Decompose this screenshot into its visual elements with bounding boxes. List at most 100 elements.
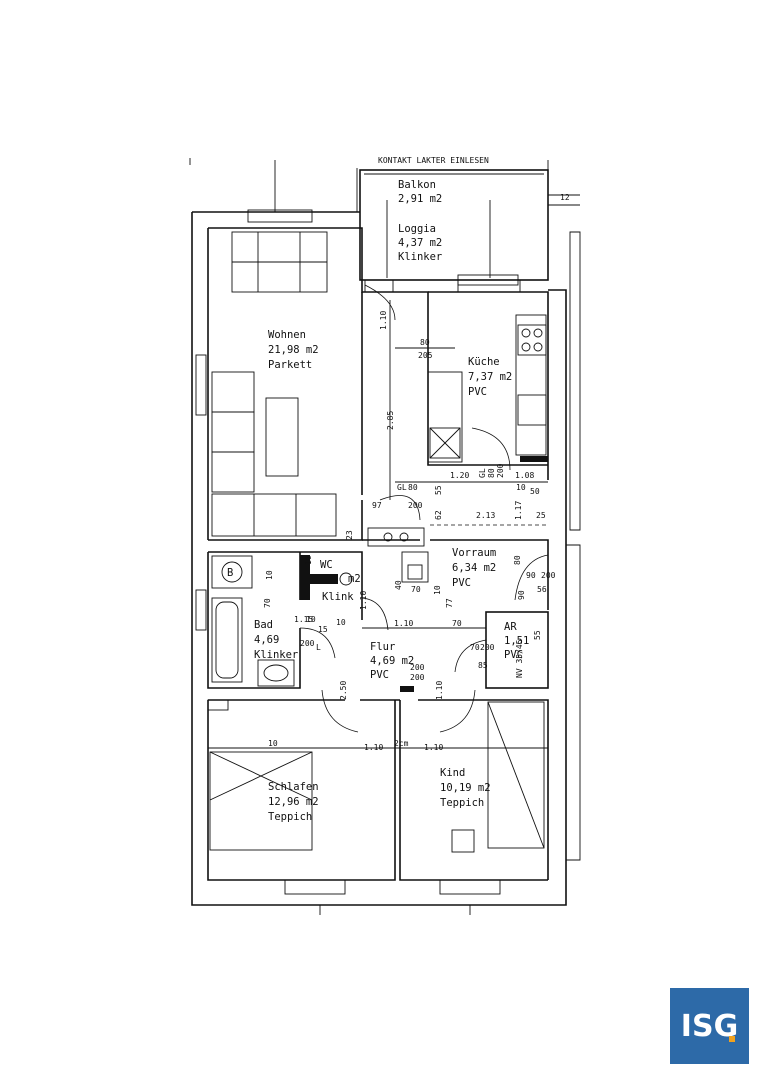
dim-1-10: 1.10 [379, 311, 388, 330]
svg-text:Kind: Kind [440, 767, 465, 779]
dim-70-ar: 200 [480, 643, 495, 652]
svg-text:Teppich: Teppich [268, 811, 312, 823]
label-bad: Bad 4,69 Klinker [254, 619, 298, 661]
dim-1-33: 10 [433, 585, 442, 595]
bathtub [211, 597, 243, 683]
dim-10-c: 40 [394, 580, 403, 590]
svg-text:Wohnen: Wohnen [268, 329, 306, 341]
svg-text:Balkon: Balkon [398, 179, 436, 191]
dim-1-08: 1.08 [515, 471, 534, 480]
dim-2-85: 2.85 [386, 411, 395, 430]
dim-56: 90 [517, 590, 526, 600]
wc-wall [300, 555, 310, 600]
svg-text:4,69: 4,69 [254, 634, 279, 646]
dim-80: 80 [420, 338, 430, 347]
dim-200-3: 56 [537, 585, 547, 594]
dim-23: 23 [345, 530, 354, 540]
svg-text:2,91 m2: 2,91 m2 [398, 193, 442, 205]
dim-2-13: 2.13 [476, 511, 495, 520]
label-kind: Kind 10,19 m2 Teppich [440, 767, 491, 809]
dim-gl: GL [478, 468, 487, 478]
dim-200-2: 200 [408, 501, 423, 510]
header-note: KONTAKT LAKTER EINLESEN [378, 156, 489, 165]
dim-55-ar: NV 35/45 [515, 639, 524, 678]
dim-90-bad: 10 [265, 570, 274, 580]
svg-text:Flur: Flur [370, 641, 395, 653]
kitchen-counter [427, 371, 463, 463]
svg-text:WC: WC [320, 559, 333, 571]
kitchen-sink [517, 394, 547, 426]
dim-10-d: 1.15 [294, 615, 313, 624]
svg-text:Vorraum: Vorraum [452, 547, 496, 559]
svg-text:PVC: PVC [468, 386, 487, 398]
dim-10: 10 [516, 483, 526, 492]
dim-85: 55 [533, 630, 542, 640]
svg-text:Schlafen: Schlafen [268, 781, 319, 793]
dim-55: 55 [434, 485, 443, 495]
wardrobe [367, 527, 425, 547]
label-schlafen: Schlafen 12,96 m2 Teppich [268, 781, 319, 823]
svg-text:Klinker: Klinker [398, 251, 442, 263]
svg-text:4,69 m2: 4,69 m2 [370, 655, 414, 667]
dim-80-3: 90 [526, 571, 536, 580]
dim-200-kind: 1.10 [435, 681, 444, 700]
label-vorraum: Vorraum 6,34 m2 PVC [452, 547, 496, 589]
svg-text:12,96 m2: 12,96 m2 [268, 796, 319, 808]
svg-text:Küche: Küche [468, 356, 500, 368]
single-bed [487, 701, 545, 849]
double-bed [209, 751, 313, 851]
svg-text:Klinker: Klinker [254, 649, 298, 661]
dim-10-bad: 70 [263, 598, 272, 608]
dim-10-mid: 2cm [394, 739, 409, 748]
svg-text:PVC: PVC [504, 649, 523, 661]
label-flur: Flur 4,69 m2 PVC [370, 641, 414, 681]
sofa [211, 493, 337, 537]
dim-200-k: 200 [496, 463, 505, 478]
dim-12: 12 [560, 193, 570, 202]
label-balkon: Balkon 2,91 m2 [398, 179, 442, 205]
svg-text:21,98 m2: 21,98 m2 [268, 344, 319, 356]
svg-text:6,34 m2: 6,34 m2 [452, 562, 496, 574]
svg-text:4,37 m2: 4,37 m2 [398, 237, 442, 249]
dim-40: 70 [411, 585, 421, 594]
label-kueche: Küche 7,37 m2 PVC [468, 356, 512, 398]
washer-label: B [227, 567, 233, 579]
label-ar: AR 1,51 PVC [504, 621, 529, 661]
logo-text: ISG [680, 1008, 739, 1044]
svg-text:10,19 m2: 10,19 m2 [440, 782, 491, 794]
dim-200-bad: L [316, 643, 321, 652]
dim-62: 62 [434, 510, 443, 520]
washing-machine [211, 555, 253, 589]
label-wohnen: Wohnen 21,98 m2 Parkett [268, 329, 319, 371]
logo-accent-dot [729, 1036, 735, 1042]
dim-77: 80 [513, 555, 522, 565]
svg-text:Bad: Bad [254, 619, 273, 631]
dim-1-10-sch: 1.10 [364, 743, 383, 752]
label-loggia: Loggia 4,37 m2 Klinker [398, 223, 442, 263]
dim-80-k: 80 [487, 468, 496, 478]
dim-205: 205 [418, 351, 433, 360]
dim-70-wc: 1.10 [359, 591, 368, 610]
dim-1-20: 1.20 [450, 471, 469, 480]
dim-90-wc: 10 [304, 555, 313, 565]
dim-10-e: 10 [306, 615, 316, 624]
outer-wall [191, 211, 567, 906]
dim-90: 200 [541, 571, 556, 580]
dim-200-sch: 2.50 [339, 681, 348, 700]
svg-text:1,51: 1,51 [504, 635, 529, 647]
dim-1-10-c: 70 [452, 619, 462, 628]
dim-10-b: 77 [445, 598, 454, 608]
dim-1-17: 1.17 [514, 501, 523, 520]
toilet [339, 572, 353, 586]
dim-ok: 200 [410, 673, 425, 682]
svg-text:AR: AR [504, 621, 517, 633]
stove [517, 324, 547, 356]
svg-text:PVC: PVC [370, 669, 389, 681]
dim-25: 25 [536, 511, 546, 520]
dim-200-ar: 85 [478, 661, 488, 670]
dim-1-15: 10 [336, 618, 346, 627]
dim-l: 70 [470, 643, 480, 652]
svg-text:m2: m2 [348, 573, 361, 585]
svg-text:7,37 m2: 7,37 m2 [468, 371, 512, 383]
dim-97: 97 [372, 501, 382, 510]
